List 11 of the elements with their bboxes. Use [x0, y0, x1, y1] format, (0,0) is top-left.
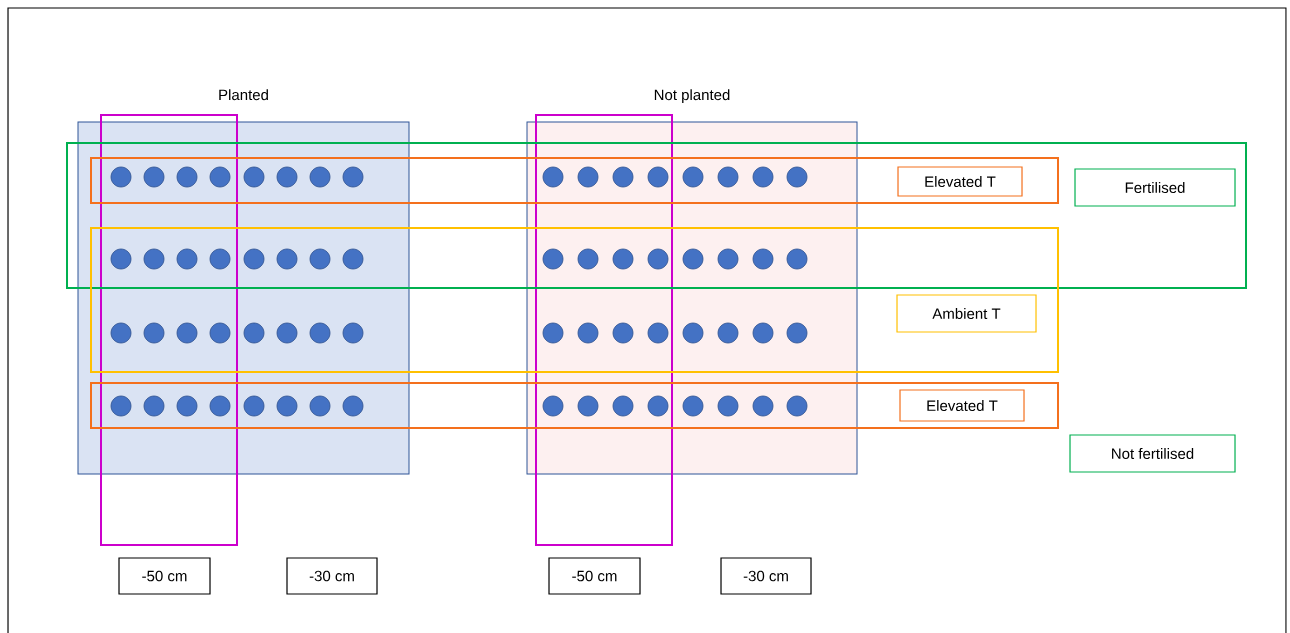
- label-box: -30 cm: [286, 557, 378, 595]
- label-box: Ambient T: [896, 294, 1037, 333]
- label-box: Fertilised: [1074, 168, 1236, 207]
- label-box: Elevated T: [899, 389, 1025, 422]
- node-label: Planted: [219, 89, 268, 101]
- label-box: -50 cm: [548, 557, 641, 595]
- label-box: -50 cm: [118, 557, 211, 595]
- label-box: -30 cm: [720, 557, 812, 595]
- label-box: Elevated T: [897, 166, 1023, 197]
- node-label: Not planted: [654, 89, 730, 104]
- label-box: Not fertilised: [1069, 434, 1236, 473]
